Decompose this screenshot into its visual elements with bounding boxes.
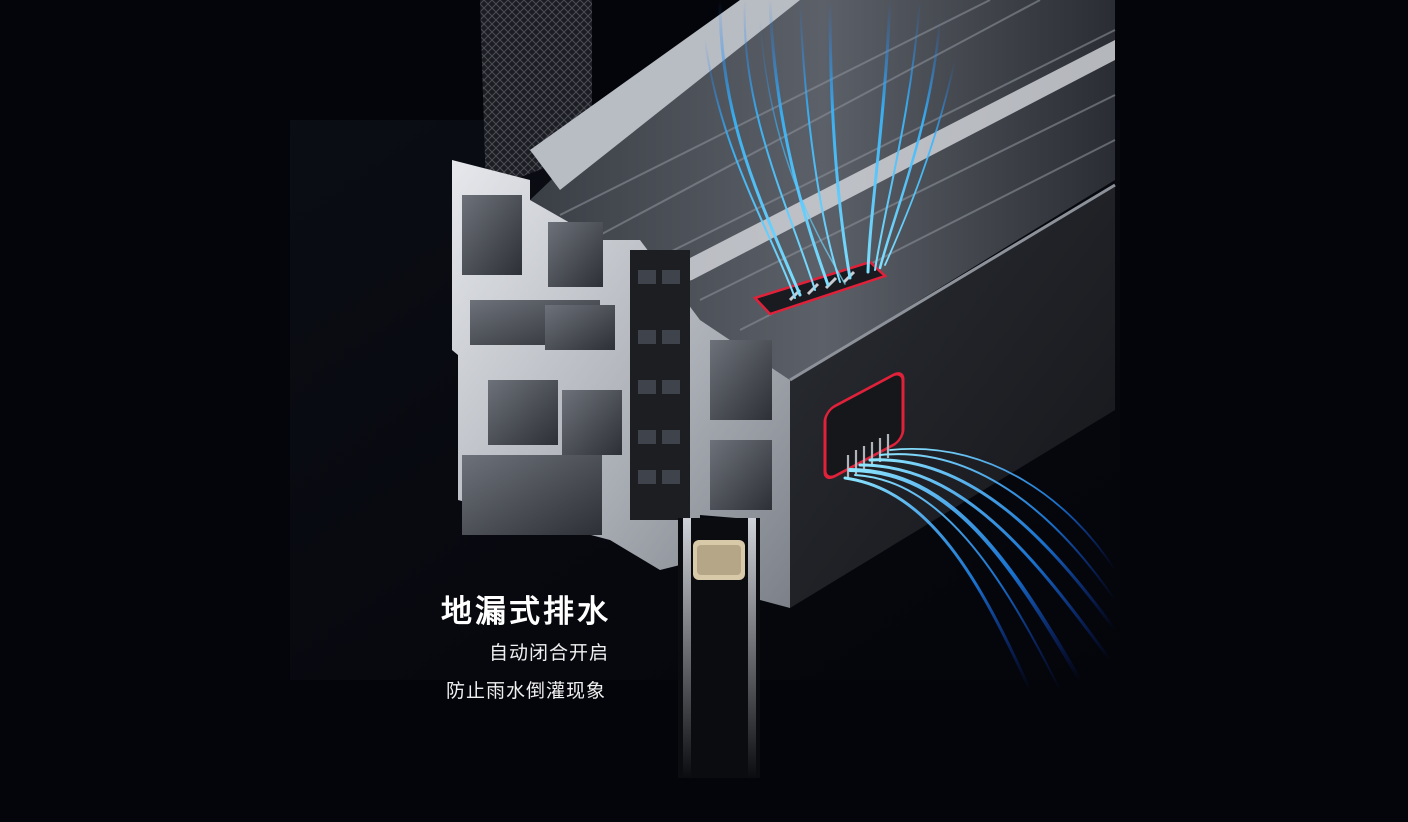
sash-rail [665, 40, 1115, 282]
top-drain-slot [752, 260, 888, 316]
profile-lip [530, 0, 800, 190]
profile-cross-section [452, 160, 790, 608]
profile-edge [789, 183, 1116, 382]
side-drain-outlet [823, 372, 905, 480]
profile-side-face [790, 185, 1115, 608]
glass-pane [678, 518, 760, 778]
water-flow-inlet [704, 0, 956, 299]
water-flow-outlet [843, 448, 1117, 692]
